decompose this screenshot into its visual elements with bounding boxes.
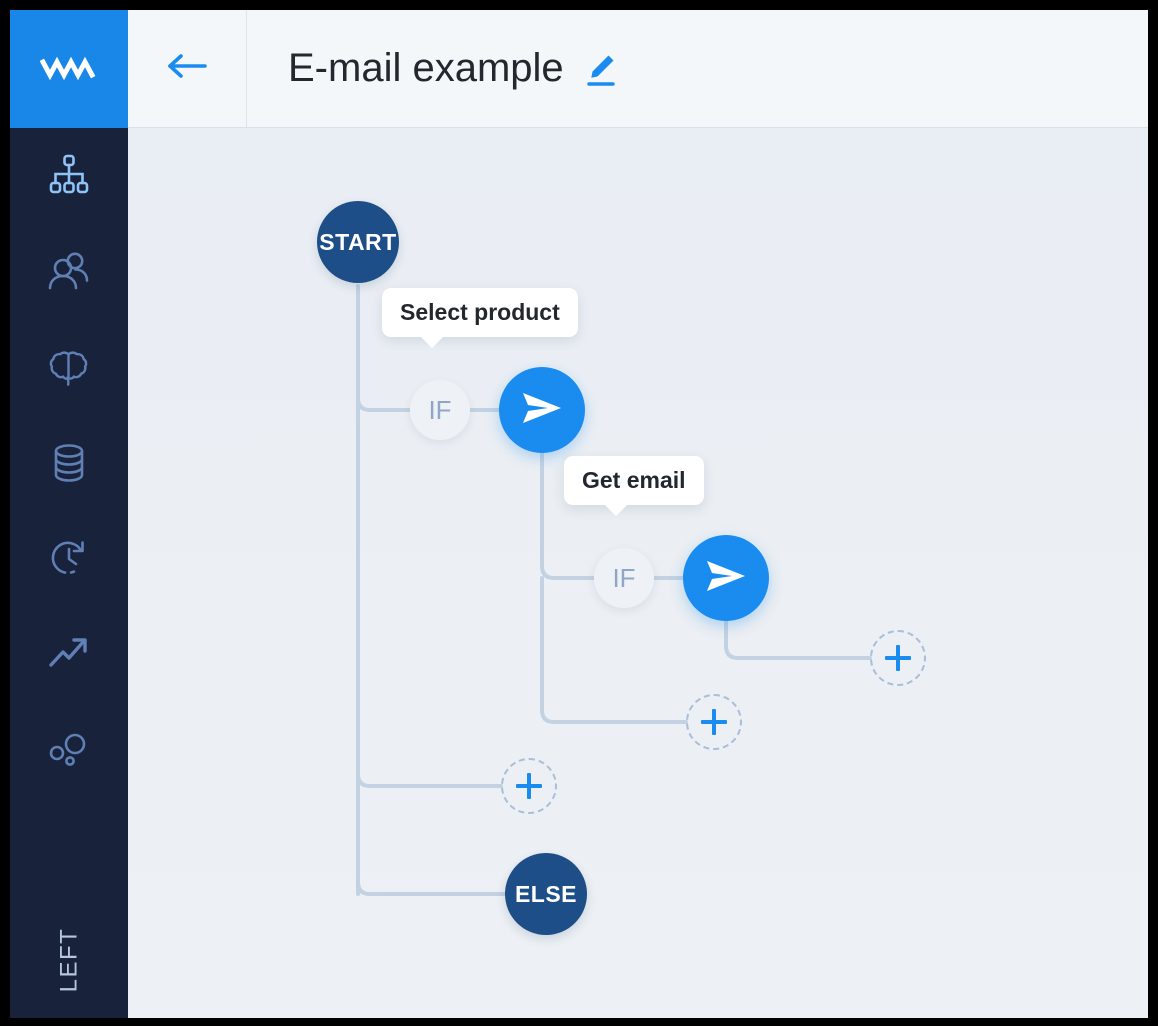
- node-tooltip-select-product: Select product: [382, 288, 578, 348]
- title-area: E-mail example: [288, 10, 618, 127]
- send-icon: [519, 388, 565, 433]
- sidebar-bottom-label: LEFT: [10, 910, 128, 1010]
- sidebar-item-audience[interactable]: [10, 241, 128, 301]
- flow-connectors: [356, 284, 872, 896]
- add-step-button-2[interactable]: [686, 694, 742, 750]
- tooltip-text: Select product: [400, 299, 560, 325]
- add-step-button-3[interactable]: [501, 758, 557, 814]
- plus-icon: [701, 709, 727, 735]
- sidebar: LEFT: [10, 10, 128, 1018]
- node-send-get-email[interactable]: [683, 535, 769, 621]
- back-button[interactable]: [128, 10, 247, 127]
- sidebar-item-intelligence[interactable]: [10, 337, 128, 397]
- node-label: IF: [428, 394, 452, 425]
- pencil-edit-icon[interactable]: [582, 51, 618, 87]
- sidebar-item-history[interactable]: [10, 529, 128, 589]
- trending-up-icon: [46, 632, 92, 678]
- application-window: LEFT E-mail example: [10, 10, 1148, 1018]
- sidebar-item-analytics[interactable]: [10, 625, 128, 685]
- node-if-1[interactable]: IF: [410, 380, 470, 440]
- flow-canvas[interactable]: START IF IF: [128, 128, 1148, 1018]
- node-label: ELSE: [514, 880, 578, 907]
- plus-icon: [516, 773, 542, 799]
- users-icon: [46, 248, 92, 294]
- arrow-left-icon: [165, 51, 209, 86]
- clock-history-icon: [46, 536, 92, 582]
- sidebar-item-sitemap[interactable]: [10, 145, 128, 205]
- database-icon: [46, 440, 92, 486]
- plus-icon: [885, 645, 911, 671]
- brain-icon: [46, 344, 92, 390]
- node-tooltip-get-email: Get email: [564, 456, 704, 516]
- page-title: E-mail example: [288, 46, 564, 90]
- tooltip-text: Get email: [582, 467, 686, 493]
- bubbles-icon: [46, 728, 92, 774]
- node-else[interactable]: ELSE: [505, 853, 587, 935]
- left-label-text: LEFT: [55, 927, 82, 993]
- add-step-button-1[interactable]: [870, 630, 926, 686]
- node-send-select-product[interactable]: [499, 367, 585, 453]
- page-header: E-mail example: [128, 10, 1148, 128]
- node-if-2[interactable]: IF: [594, 548, 654, 608]
- send-icon: [703, 556, 749, 601]
- node-label: IF: [612, 562, 636, 593]
- sidebar-item-segments[interactable]: [10, 721, 128, 781]
- sitemap-icon: [46, 152, 92, 198]
- node-label: START: [319, 228, 397, 255]
- zigzag-logo-icon: [40, 56, 98, 82]
- node-start[interactable]: START: [317, 201, 399, 283]
- brand-logo-tile[interactable]: [10, 10, 128, 128]
- sidebar-item-data[interactable]: [10, 433, 128, 493]
